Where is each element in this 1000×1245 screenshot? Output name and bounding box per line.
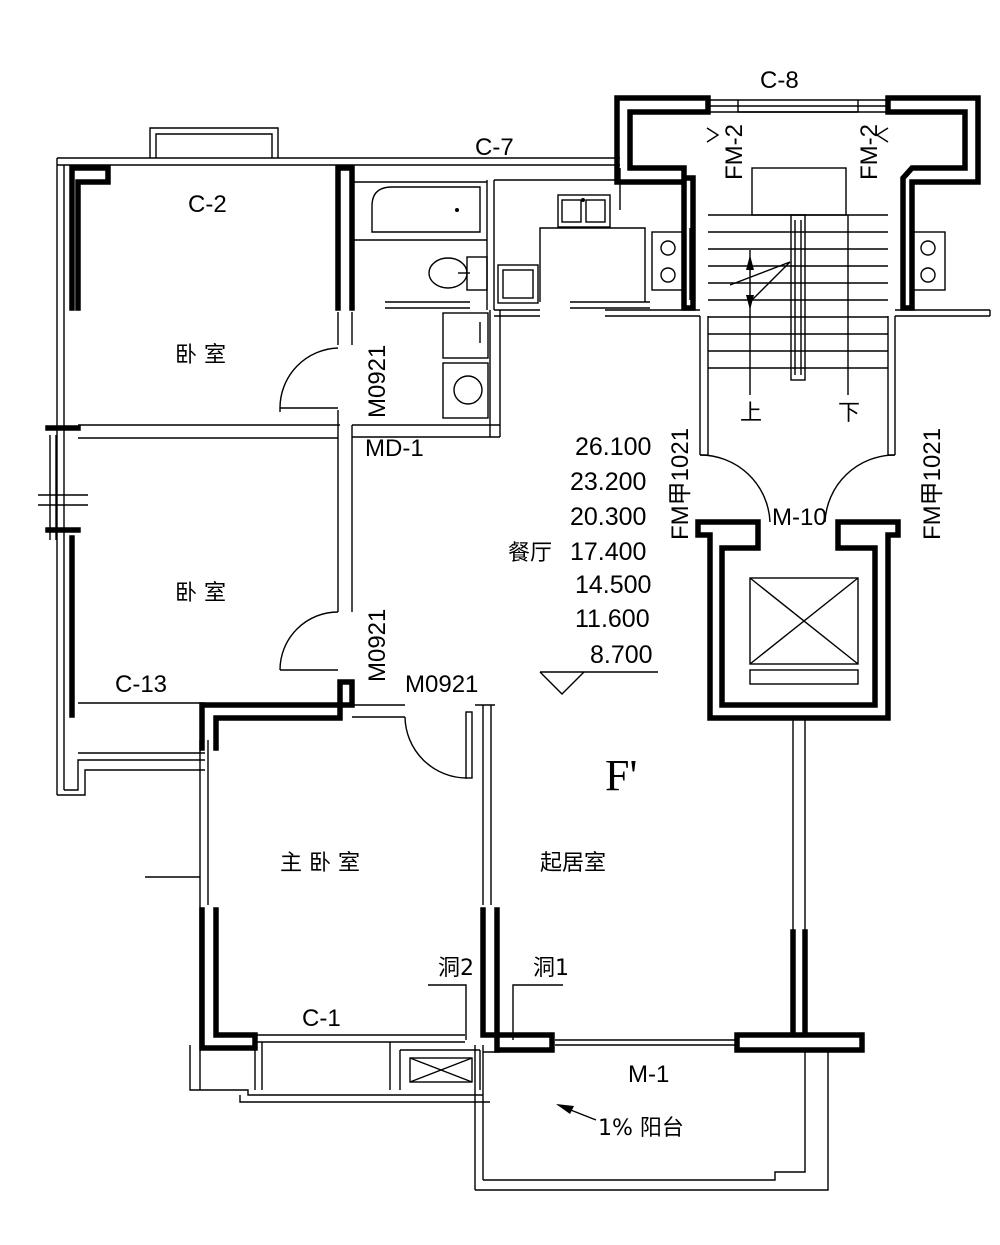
door-label-md1: MD-1 <box>365 435 424 462</box>
room-label-balcony: 1% 阳台 <box>598 1116 684 1141</box>
door-label-m10: M-10 <box>772 504 827 531</box>
room-label-bedroom-mid: 卧 室 <box>175 581 226 606</box>
window-label-c2: C-2 <box>188 191 227 218</box>
elevation-value: 26.100 <box>575 433 651 461</box>
door-label-m0921-top: M0921 <box>364 345 391 418</box>
hole2-label: 洞2 <box>438 956 474 981</box>
elevation-value: 11.600 <box>575 605 650 633</box>
hole1-pointer <box>512 984 563 1040</box>
door-label-fmjia-right: FM甲1021 <box>919 428 946 540</box>
elevation-list: 26.100 23.200 20.300 17.400 14.500 11.60… <box>570 433 653 669</box>
window-labels: C-2 C-7 C-8 C-13 C-1 <box>115 67 799 1032</box>
room-label-bedroom-top: 卧 室 <box>175 343 226 368</box>
elevation-value: 23.200 <box>570 468 646 496</box>
door-label-m1: M-1 <box>628 1061 669 1088</box>
kitchen-sink-icon <box>557 194 611 228</box>
staircase <box>708 167 888 395</box>
duct-icon <box>409 1057 473 1083</box>
stove-icon-right <box>911 231 946 291</box>
elevation-value: 14.500 <box>575 571 651 599</box>
window-label-c13: C-13 <box>115 671 167 698</box>
slope-arrow-icon <box>556 1104 597 1121</box>
toilet-icon <box>428 256 488 291</box>
door-label-fm2-left: FM-2 <box>721 124 748 180</box>
window-label-c7: C-7 <box>475 134 514 161</box>
elevation-value: 8.700 <box>590 641 653 669</box>
room-labels: 卧 室 卧 室 主 卧 室 起居室 餐厅 1% 阳台 上 下 <box>175 343 860 1141</box>
washbasin-icon <box>442 312 489 419</box>
stove-icon <box>651 231 686 291</box>
stair-down-label: 下 <box>838 401 860 426</box>
opening-labels: 洞2 洞1 <box>438 956 569 981</box>
window-label-c8: C-8 <box>760 67 799 94</box>
room-label-master-bedroom: 主 卧 室 <box>280 851 360 876</box>
elevation-value: 17.400 <box>570 538 646 566</box>
structural-walls <box>45 95 981 1053</box>
room-label-dining: 餐厅 <box>508 541 552 566</box>
bathtub-icon <box>371 186 481 233</box>
door-labels: M0921 M0921 M0921 MD-1 M-10 M-1 FM-2 FM-… <box>364 124 946 1088</box>
washing-machine-icon <box>497 264 539 304</box>
stair-up-label: 上 <box>740 401 762 426</box>
door-label-fmjia-left: FM甲1021 <box>667 428 694 540</box>
elevation-value: 20.300 <box>570 503 646 531</box>
door-label-m0921-master: M0921 <box>405 671 478 698</box>
door-label-m0921-mid: M0921 <box>364 609 391 682</box>
hole1-label: 洞1 <box>533 956 569 981</box>
elevator-car-icon <box>749 577 859 685</box>
hole2-pointer <box>428 984 467 1040</box>
window-label-c1: C-1 <box>302 1005 341 1032</box>
thin-outlines <box>38 99 991 1191</box>
room-label-living: 起居室 <box>540 851 606 876</box>
door-swings <box>279 127 896 779</box>
door-label-fm2-right: FM-2 <box>856 124 883 180</box>
unit-label: F' <box>605 751 637 800</box>
